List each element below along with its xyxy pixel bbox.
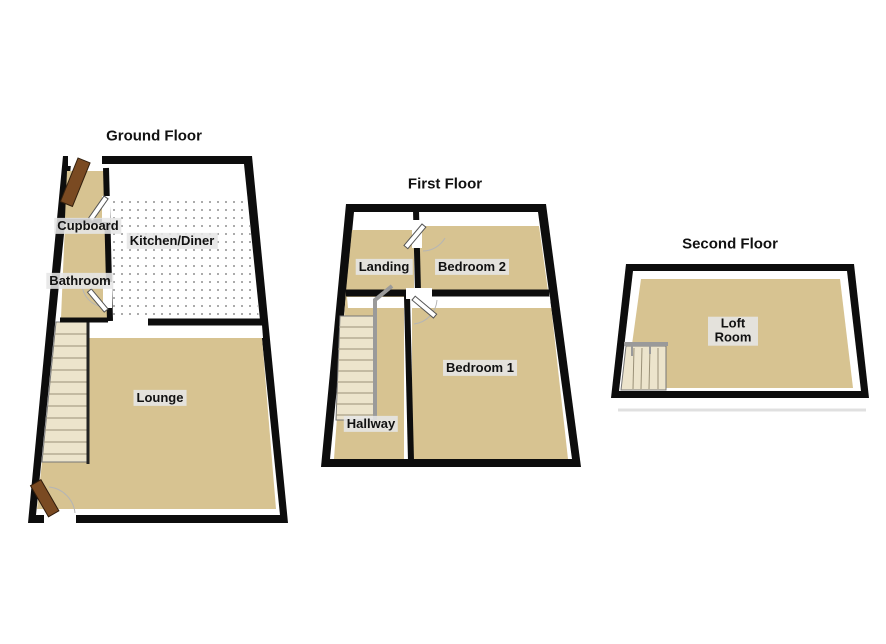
kitchen-floor (106, 196, 259, 321)
room-label-bedroom-1: Bedroom 1 (443, 359, 517, 377)
lounge-floor (37, 338, 276, 509)
room-label-landing: Landing (355, 258, 413, 276)
bathroom-floor (61, 224, 109, 318)
bedroom1-door (406, 288, 438, 325)
front-door (59, 150, 102, 208)
second-stairs (620, 342, 668, 391)
rear-door (29, 479, 76, 526)
bedroom2-door (403, 220, 446, 252)
first-wall-face (347, 297, 551, 308)
bedroom1-floor (412, 306, 568, 459)
room-label-kitchen-diner: Kitchen/Diner (126, 232, 218, 250)
ground-floor-plan (28, 150, 288, 526)
first-stairs (335, 315, 375, 421)
first-railing (373, 284, 394, 420)
ground-floor-title: Ground Floor (106, 127, 202, 145)
lounge-wall-face (148, 325, 263, 338)
room-label-lounge: Lounge (133, 389, 187, 407)
room-label-bathroom: Bathroom (46, 272, 114, 290)
room-label-hallway: Hallway (343, 415, 399, 433)
room-label-cupboard: Cupboard (54, 217, 122, 235)
room-label-bedroom-2: Bedroom 2 (435, 258, 509, 276)
room-label-loft-room: Loft Room (708, 316, 758, 346)
second-floor-title: Second Floor (682, 235, 778, 253)
first-floor-title: First Floor (407, 175, 483, 193)
